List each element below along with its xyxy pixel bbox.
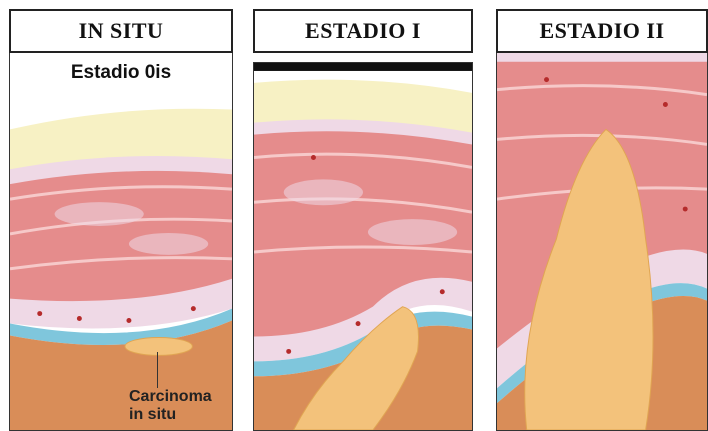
callout-leader bbox=[157, 352, 158, 388]
estadio-i-svg bbox=[254, 63, 472, 430]
callout-line-2: in situ bbox=[129, 406, 233, 424]
panel-title: IN SITU bbox=[9, 9, 233, 53]
panel-title: ESTADIO II bbox=[496, 9, 708, 53]
estadio-ii-svg bbox=[497, 10, 707, 430]
panel-estadio-i: ESTADIO I bbox=[253, 0, 473, 431]
panel-in-situ: IN SITU Estadio 0is Carcinoma in situ bbox=[9, 0, 233, 431]
panel-title: ESTADIO I bbox=[253, 9, 473, 53]
estadio-ii-illustration bbox=[496, 9, 708, 431]
callout-carcinoma-in-situ: Carcinoma in situ bbox=[129, 388, 233, 424]
stage-label: Estadio 0is bbox=[9, 62, 233, 84]
callout-line-1: Carcinoma bbox=[129, 388, 233, 406]
panel-estadio-ii: ESTADIO II bbox=[496, 0, 708, 431]
estadio-i-illustration bbox=[253, 62, 473, 431]
